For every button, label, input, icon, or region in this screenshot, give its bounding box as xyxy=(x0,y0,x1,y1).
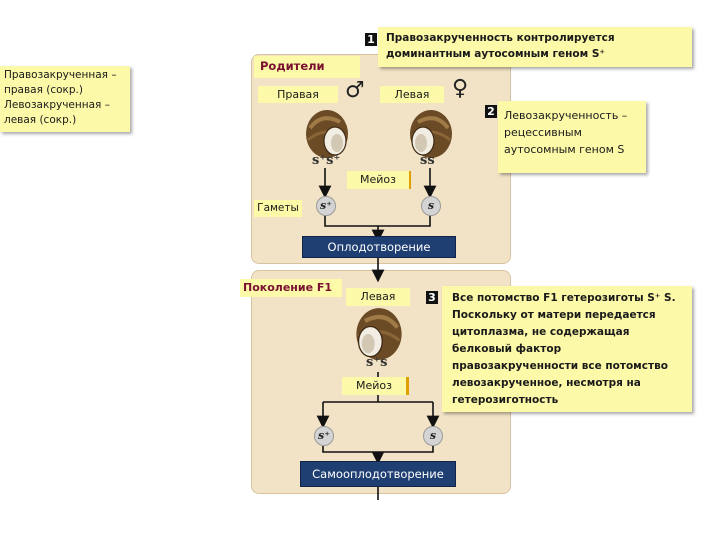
male-symbol-icon: ♂ xyxy=(345,78,365,103)
f1-gamete-right-text: s xyxy=(429,429,437,442)
f1-genotype-text: s⁺s xyxy=(366,355,388,370)
f1-label: Левая xyxy=(346,288,410,306)
note2-badge: 2 xyxy=(485,105,497,118)
left-note-text: Правозакрученная – правая (сокр.) Левоза… xyxy=(4,69,117,126)
f1-label-text: Левая xyxy=(360,290,396,303)
f1-gamete-right: s xyxy=(423,426,443,446)
male-label: Правая xyxy=(258,86,338,103)
male-label-text: Правая xyxy=(277,88,319,101)
note3-badge: 3 xyxy=(426,291,438,304)
f1-gamete-left-text: s⁺ xyxy=(318,429,330,442)
snail-shell-female-icon xyxy=(410,110,452,158)
fertilization-box: Оплодотворение xyxy=(302,236,456,258)
f1-title: Поколение F1 xyxy=(240,279,342,297)
f1-meiosis-text: Мейоз xyxy=(356,379,392,392)
parents-meiosis-label: Мейоз xyxy=(347,171,411,189)
male-genotype: s⁺s⁺ xyxy=(312,153,340,168)
note3: Все потомство F1 гетерозиготы S⁺ S. Поск… xyxy=(442,286,692,412)
left-note: Правозакрученная – правая (сокр.) Левоза… xyxy=(0,66,130,132)
note1: Правозакрученность контролируется домина… xyxy=(378,27,692,67)
self-fertilization-text: Самооплодотворение xyxy=(312,467,444,481)
f1-meiosis-label: Мейоз xyxy=(342,377,409,395)
note1-badge: 1 xyxy=(365,33,377,46)
fertilization-text: Оплодотворение xyxy=(327,240,431,254)
female-label: Левая xyxy=(380,86,444,103)
note3-text: Все потомство F1 гетерозиготы S⁺ S. Поск… xyxy=(452,292,676,406)
male-gamete: s⁺ xyxy=(316,196,336,216)
note3-badge-text: 3 xyxy=(428,291,436,304)
female-label-text: Левая xyxy=(394,88,430,101)
f1-genotype: s⁺s xyxy=(366,355,388,370)
female-genotype: ss xyxy=(420,153,435,168)
note2: Левозакрученность – рецессивным аутосомн… xyxy=(498,101,646,173)
male-symbol-text: ♂ xyxy=(345,78,365,103)
note1-text: Правозакрученность контролируется домина… xyxy=(386,32,615,60)
female-symbol-text: ♀ xyxy=(452,76,469,101)
female-gamete: s xyxy=(421,196,441,216)
note2-badge-text: 2 xyxy=(487,105,495,118)
parents-title: Родители xyxy=(254,56,360,78)
f1-title-text: Поколение F1 xyxy=(243,281,333,294)
parents-title-text: Родители xyxy=(260,59,325,73)
female-symbol-icon: ♀ xyxy=(452,76,468,101)
gametes-text: Гаметы xyxy=(257,202,299,214)
note1-badge-text: 1 xyxy=(367,33,375,46)
female-gamete-text: s xyxy=(427,199,435,212)
self-fertilization-box: Самооплодотворение xyxy=(300,461,456,487)
snail-shell-f1-icon xyxy=(356,308,402,360)
male-gamete-text: s⁺ xyxy=(320,199,332,212)
parents-meiosis-text: Мейоз xyxy=(360,173,396,186)
gametes-label: Гаметы xyxy=(254,200,302,217)
female-genotype-text: ss xyxy=(420,153,435,168)
note2-text: Левозакрученность – рецессивным аутосомн… xyxy=(504,109,628,156)
snail-shell-male-icon xyxy=(306,110,348,158)
male-genotype-text: s⁺s⁺ xyxy=(312,153,341,168)
f1-gamete-left: s⁺ xyxy=(314,426,334,446)
